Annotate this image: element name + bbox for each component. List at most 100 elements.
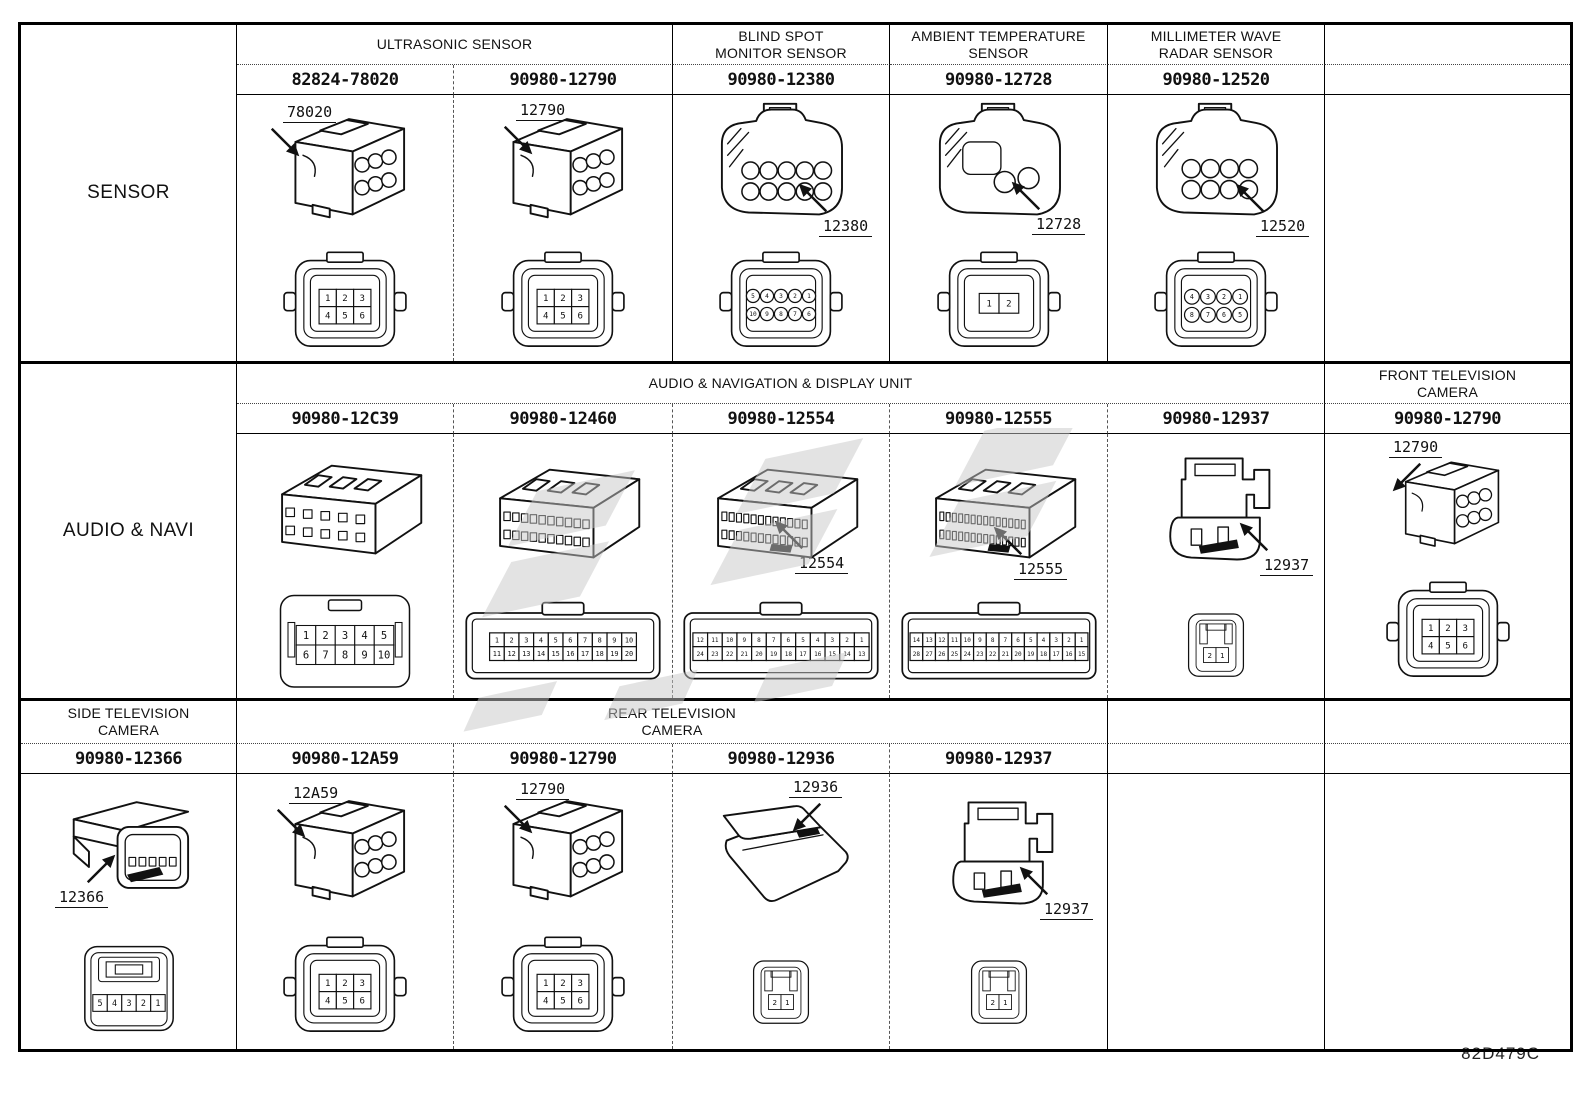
svg-text:17: 17 <box>581 650 589 658</box>
svg-text:19: 19 <box>610 650 618 658</box>
svg-text:9: 9 <box>612 637 616 645</box>
part-number-text: 90980-12A59 <box>291 748 399 769</box>
svg-text:1: 1 <box>785 998 790 1007</box>
svg-text:6: 6 <box>303 649 309 661</box>
svg-text:12: 12 <box>697 637 705 644</box>
svg-text:7: 7 <box>583 637 587 645</box>
svg-text:21: 21 <box>1001 651 1009 658</box>
callout-label: 12937 <box>1260 556 1314 576</box>
drawing-code: 82D479C <box>1461 1044 1540 1063</box>
svg-text:2: 2 <box>1445 625 1450 635</box>
callout-arrow-icon <box>86 854 116 884</box>
svg-text:4: 4 <box>1427 642 1433 652</box>
svg-text:3: 3 <box>578 294 583 304</box>
svg-text:19: 19 <box>1027 651 1035 658</box>
part-number-90980-12936: 90980-12936 <box>673 744 890 774</box>
part-number-empty <box>1325 65 1570 95</box>
svg-text:20: 20 <box>755 651 763 658</box>
svg-text:23: 23 <box>976 651 984 658</box>
svg-text:3: 3 <box>1054 637 1058 644</box>
part-callout: 12554 <box>774 520 849 574</box>
connector-iso-drawing <box>720 103 843 216</box>
connector-iso-drawing <box>512 118 624 219</box>
svg-text:8: 8 <box>1190 311 1194 319</box>
header-line2: CAMERA <box>1416 383 1479 400</box>
svg-text:28: 28 <box>912 651 920 658</box>
svg-text:15: 15 <box>1077 651 1085 658</box>
svg-text:1: 1 <box>155 998 160 1008</box>
svg-text:23: 23 <box>711 651 719 658</box>
header-text: AUDIO & NAVIGATION & DISPLAY UNIT <box>648 375 913 392</box>
svg-text:1: 1 <box>543 979 548 989</box>
callout-label: 78020 <box>283 103 337 123</box>
svg-text:1: 1 <box>495 637 499 645</box>
part-number-82824-78020: 82824-78020 <box>237 65 454 95</box>
svg-text:26: 26 <box>938 651 946 658</box>
svg-text:7: 7 <box>322 649 328 661</box>
svg-text:10: 10 <box>378 649 391 661</box>
part-callout: 12520 <box>1235 183 1310 237</box>
connector-cell-empty <box>1325 774 1570 1049</box>
svg-text:14: 14 <box>912 637 920 644</box>
header-line1: MILLIMETER WAVE <box>1150 27 1282 44</box>
svg-text:2: 2 <box>990 998 995 1007</box>
header-line2: RADAR SENSOR <box>1158 44 1274 61</box>
header-text: ULTRASONIC SENSOR <box>376 36 533 53</box>
svg-text:22: 22 <box>726 651 734 658</box>
part-number-90980-12460: 90980-12460 <box>454 404 673 434</box>
svg-text:2: 2 <box>140 998 145 1008</box>
part-callout: 12937 <box>1239 522 1314 576</box>
connector-iso-drawing <box>294 800 406 901</box>
part-number-text: 90980-12937 <box>1162 408 1270 429</box>
part-number-90980-12366: 90980-12366 <box>21 744 237 774</box>
svg-text:10: 10 <box>749 311 757 318</box>
svg-text:24: 24 <box>697 651 705 658</box>
svg-text:12: 12 <box>938 637 946 644</box>
svg-text:10: 10 <box>726 637 734 644</box>
svg-text:4: 4 <box>325 996 331 1006</box>
part-callout: 78020 <box>270 103 337 157</box>
svg-text:11: 11 <box>493 650 501 658</box>
svg-text:5: 5 <box>801 637 805 644</box>
connector-iso-drawing <box>512 800 624 901</box>
svg-text:13: 13 <box>858 651 866 658</box>
header-ultrasonic-sensor: ULTRASONIC SENSOR <box>237 25 673 65</box>
svg-text:5: 5 <box>342 996 347 1006</box>
part-number-text: 90980-12555 <box>944 408 1053 429</box>
svg-text:8: 8 <box>757 637 761 644</box>
svg-text:7: 7 <box>1206 311 1210 319</box>
svg-text:5: 5 <box>751 293 755 300</box>
svg-text:2: 2 <box>342 979 347 989</box>
svg-text:1: 1 <box>1079 637 1083 644</box>
part-number-90980-12555: 90980-12555 <box>890 404 1108 434</box>
svg-text:21: 21 <box>741 651 749 658</box>
svg-text:8: 8 <box>598 637 602 645</box>
connector-iso-drawing <box>1404 461 1499 547</box>
svg-text:17: 17 <box>1052 651 1060 658</box>
svg-text:1: 1 <box>1220 650 1225 659</box>
header-line1: BLIND SPOT <box>738 27 824 44</box>
svg-text:1: 1 <box>325 294 330 304</box>
svg-text:4: 4 <box>543 996 549 1006</box>
svg-text:20: 20 <box>1014 651 1022 658</box>
svg-text:5: 5 <box>1238 311 1242 319</box>
part-number-90980-12A59: 90980-12A59 <box>237 744 454 774</box>
svg-text:2: 2 <box>1208 650 1213 659</box>
header-empty <box>1325 25 1570 65</box>
callout-label: 12380 <box>819 217 873 237</box>
callout-label: 12728 <box>1032 215 1086 235</box>
part-number-empty <box>1108 744 1325 774</box>
svg-text:4: 4 <box>325 311 331 321</box>
